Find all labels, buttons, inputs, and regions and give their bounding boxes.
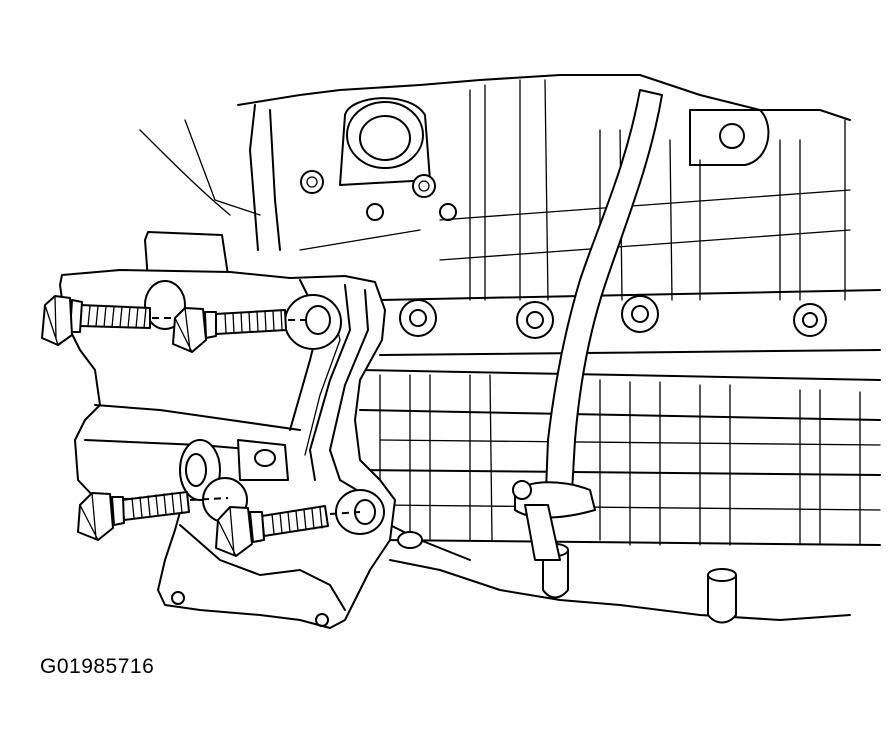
mounting-bolt-lower-left [77,491,229,541]
mounting-bolt-upper-right [172,307,312,353]
oil-dipstick-tube [512,89,663,561]
mounting-bolt-lower-right [215,505,361,557]
engine-mount-bracket [59,231,396,629]
mounting-bolt-upper-left [41,295,175,346]
figure-code: G01985716 [40,655,155,678]
engine-block [139,74,881,624]
